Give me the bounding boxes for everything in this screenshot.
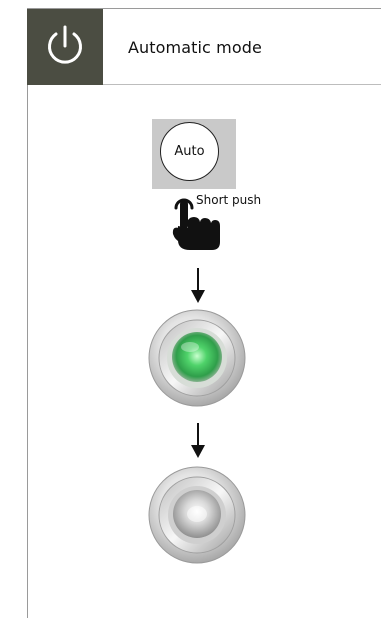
header-divider [27,84,381,85]
auto-button[interactable]: Auto [160,122,219,181]
down-arrow-icon [191,268,205,303]
power-icon [48,25,82,64]
frame-top-border [27,8,381,9]
page-title: Automatic mode [128,38,262,57]
frame-left-border [27,8,28,618]
pointing-hand-icon [172,198,220,250]
led-indicator-on [148,309,246,407]
power-tile [27,9,103,85]
auto-button-panel: Auto [152,119,236,189]
down-arrow-icon [191,423,205,458]
short-push-label: Short push [196,193,262,207]
led-indicator-off [148,466,246,564]
